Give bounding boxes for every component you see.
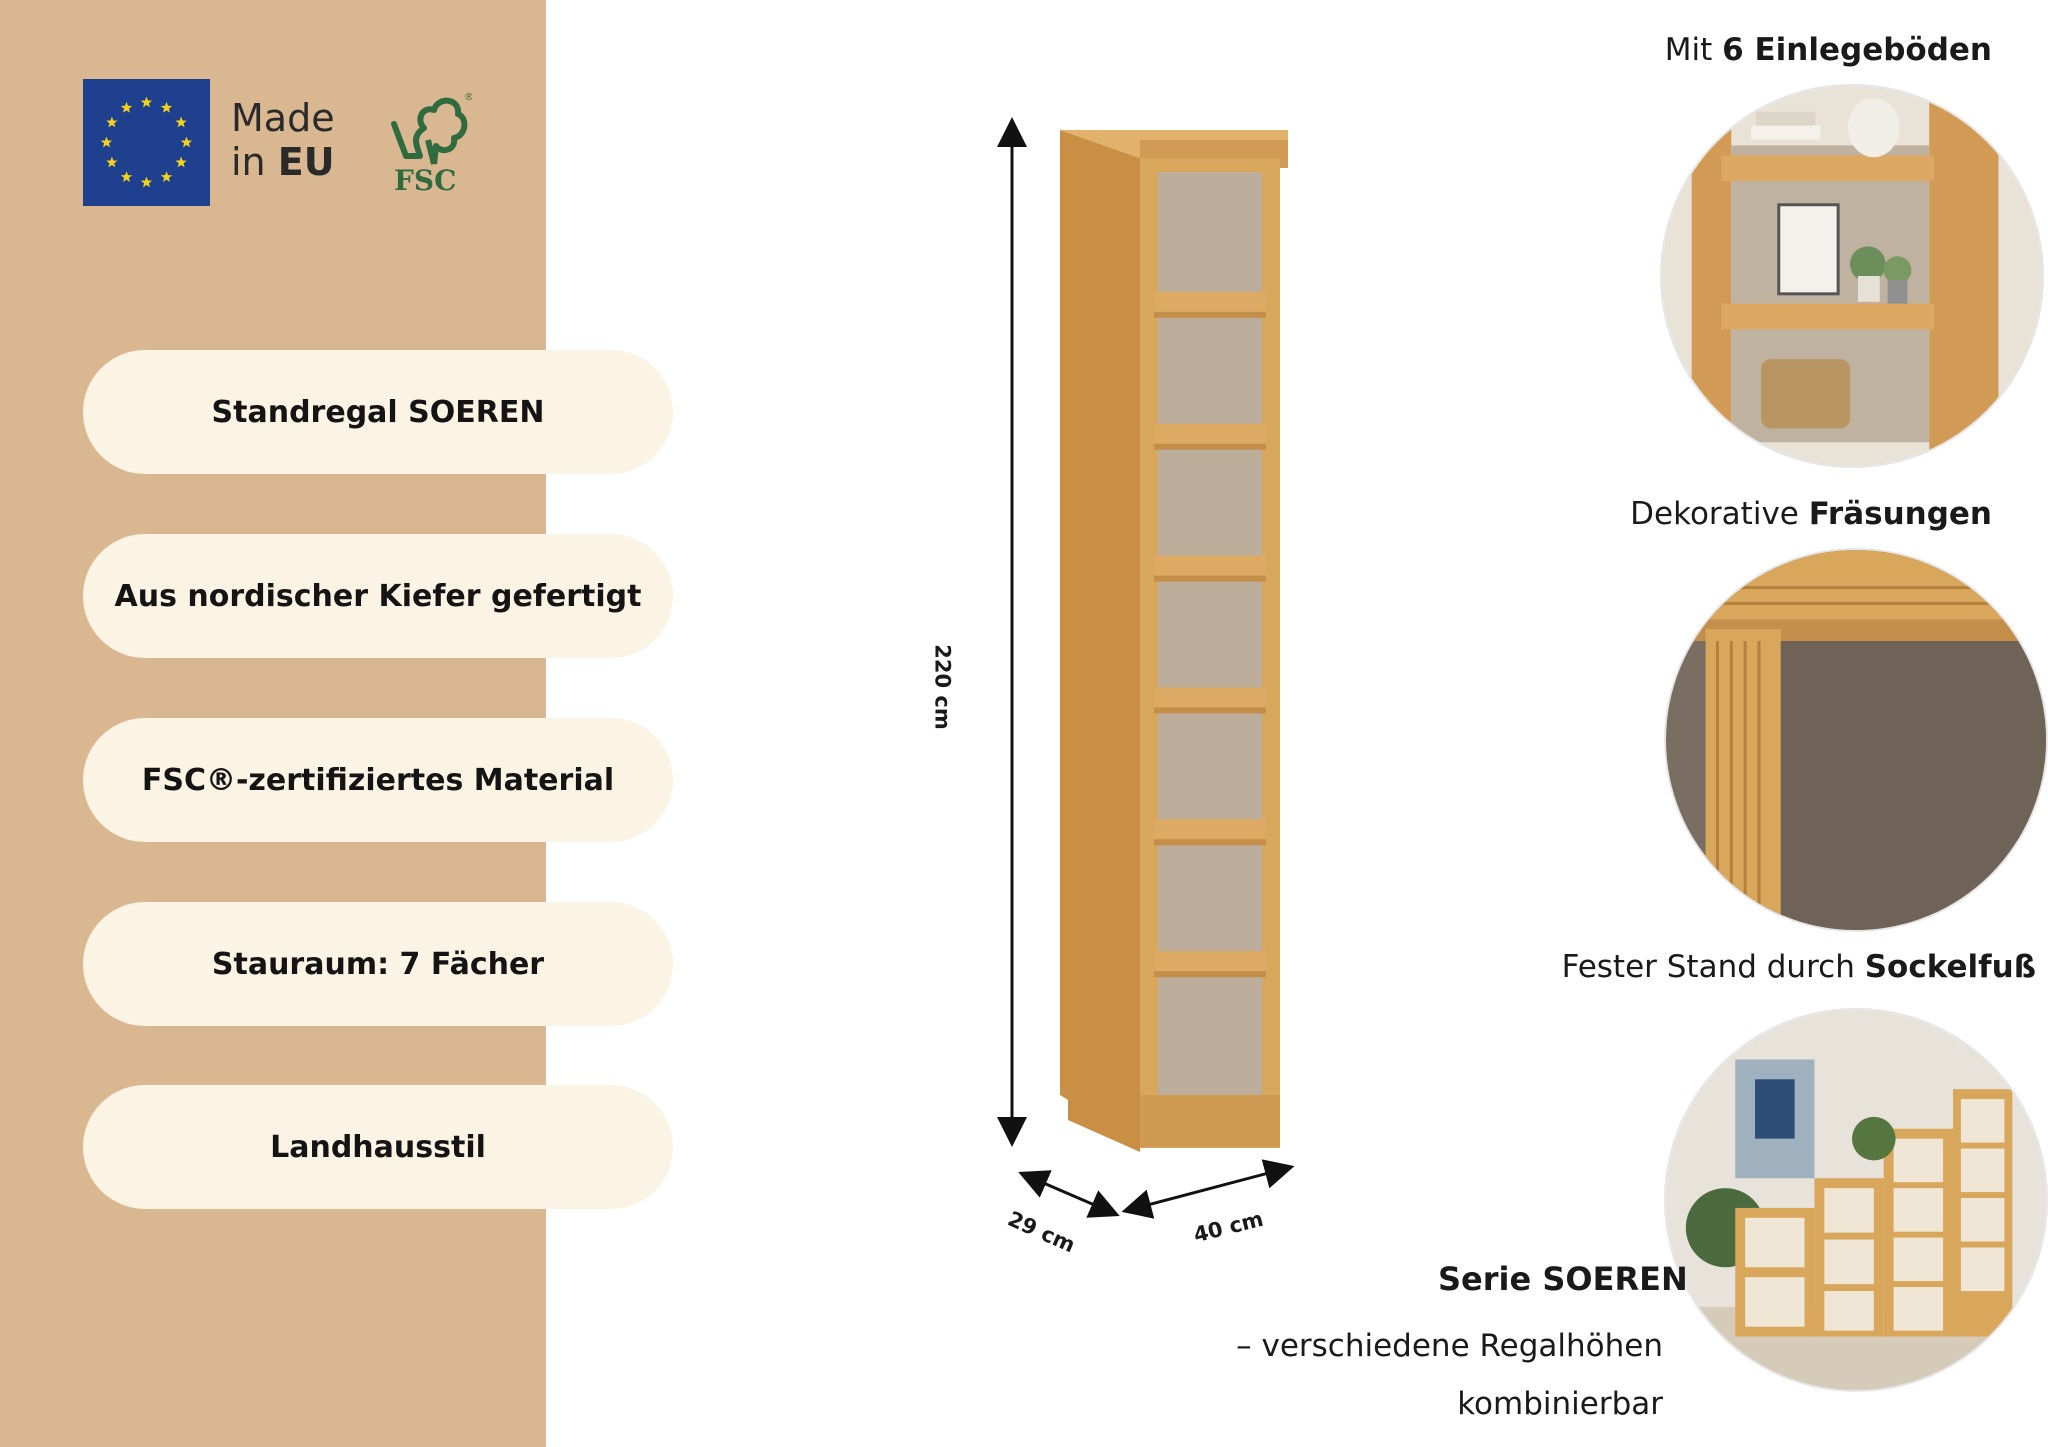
room-scene-graphic [1666, 1010, 2046, 1390]
feature-pill-model: Standregal SOEREN [83, 350, 673, 474]
serie-room-image [1664, 1008, 2048, 1392]
eu-star [140, 96, 153, 108]
feature-pill-storage: Stauraum: 7 Fächer [83, 902, 673, 1026]
made-in-eu-label: Made in EU [231, 96, 335, 184]
feature-pill-certification: FSC®-zertifiziertes Material [83, 718, 673, 842]
eu-star [120, 171, 133, 182]
eu-star [175, 116, 187, 128]
depth-arrow [1018, 1170, 1120, 1218]
fsc-wordmark: FSC [394, 164, 457, 197]
eu-star [100, 136, 113, 148]
eu-star [180, 136, 193, 148]
width-arrow [1121, 1159, 1295, 1219]
serie-subtitle-line2: kombinierbar [1457, 1386, 1663, 1422]
shelves-closeup-graphic [1662, 86, 2042, 466]
shelf-illustration [997, 117, 1295, 1219]
feature-pill-material: Aus nordischer Kiefer gefertigt [83, 534, 673, 658]
made-in-line1: Made [231, 96, 335, 140]
serie-subtitle-line1: – verschiedene Regalhöhen [1236, 1328, 1663, 1364]
eu-star [175, 156, 187, 168]
fsc-tree-icon: ® [391, 92, 472, 165]
svg-text:®: ® [464, 92, 472, 103]
shelf-plinth [1140, 1095, 1280, 1147]
eu-star [106, 116, 118, 128]
eu-flag-icon [83, 79, 210, 206]
eu-star [160, 101, 173, 113]
shelf-board [1154, 555, 1266, 580]
shelf-board-edge [1154, 707, 1266, 714]
shelf-board-edge [1154, 971, 1266, 978]
height-dimension-label: 220 cm [930, 644, 955, 730]
shelf-board-edge [1154, 839, 1266, 846]
detail-label-plinth: Fester Stand durch Sockelfuß [1561, 949, 2036, 985]
eu-star [160, 171, 173, 182]
detail-image-shelves [1660, 84, 2044, 468]
shelf-boards [1154, 291, 1266, 978]
shelf-board-edge [1154, 443, 1266, 450]
serie-subtitle: – verschiedene Regalhöhen kombinierbar [1236, 1317, 1663, 1433]
shelf-board-edge [1154, 311, 1266, 318]
detail-label-millings: Dekorative Fräsungen [1630, 496, 1992, 532]
eu-star [106, 156, 118, 168]
shelf-board-edge [1154, 575, 1266, 582]
made-in-line2: in EU [231, 140, 335, 184]
millings-closeup-graphic [1666, 550, 2046, 930]
eu-star [140, 176, 153, 188]
feature-pill-style: Landhausstil [83, 1085, 673, 1209]
detail-label-shelves: Mit 6 Einlegeböden [1664, 32, 1992, 68]
detail-image-millings [1664, 548, 2048, 932]
serie-title: Serie SOEREN [1438, 1260, 1688, 1298]
eu-star [120, 101, 133, 113]
shelf-side-panel [1060, 130, 1140, 1152]
